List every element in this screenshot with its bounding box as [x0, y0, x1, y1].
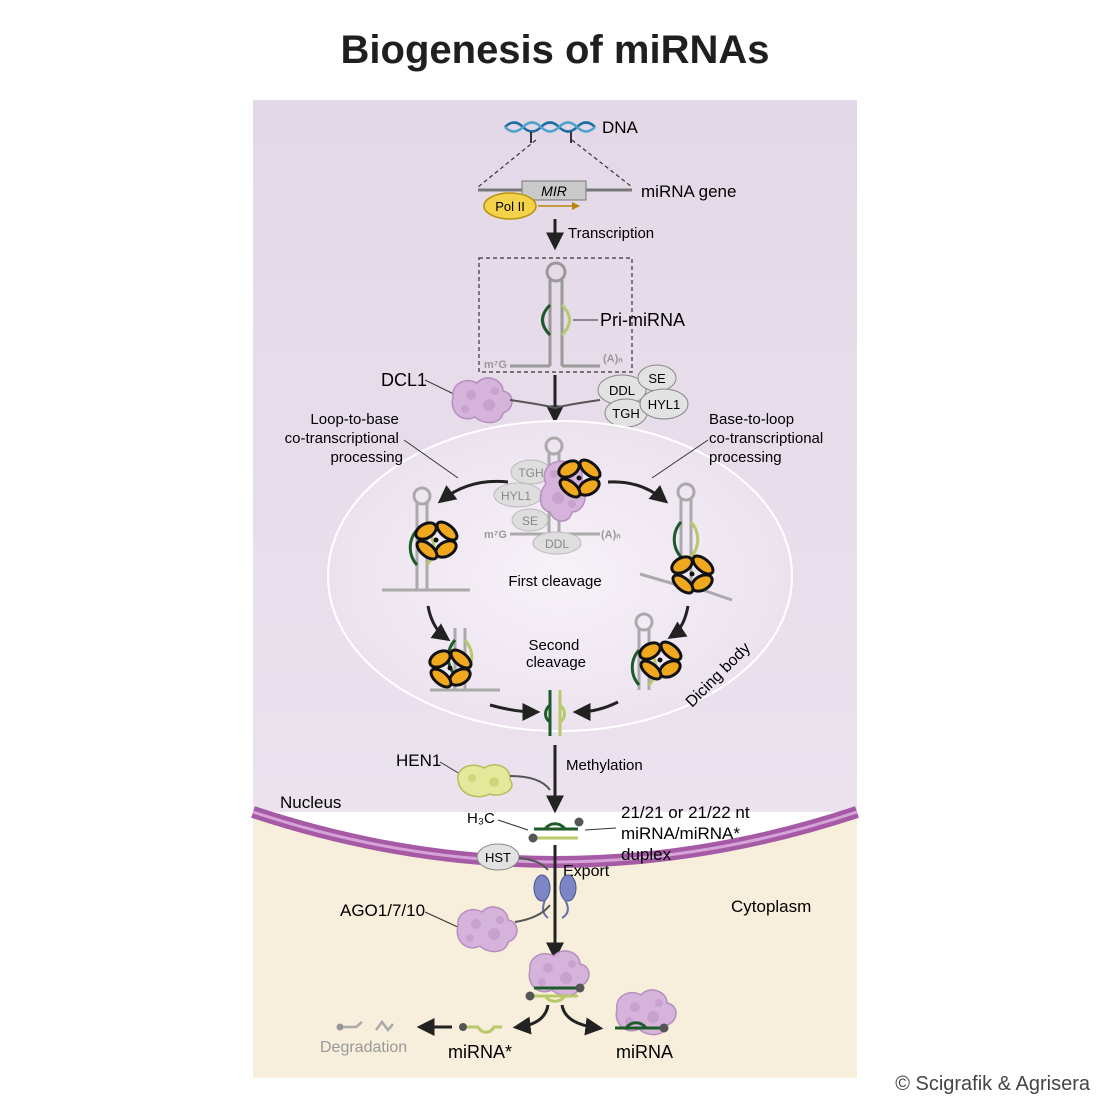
ago-loaded-complex	[525, 950, 590, 1003]
hst-protein	[476, 843, 520, 871]
copyright-notice: © Scigrafik & Agrisera	[895, 1073, 1090, 1095]
tgh-center-label: TGH	[518, 466, 543, 480]
processing-complex	[493, 436, 605, 555]
methylation-label: Methylation	[566, 757, 643, 774]
tgh-label: TGH	[612, 406, 639, 421]
degraded-fragments	[336, 1019, 394, 1033]
ddl-label: DDL	[609, 383, 635, 398]
nucleus-label: Nucleus	[280, 793, 341, 812]
mirna-label: miRNA	[616, 1042, 673, 1062]
export-label: Export	[563, 863, 610, 880]
pri-mirna-hairpin	[510, 261, 600, 368]
right-hairpin-2	[630, 612, 686, 690]
degradation-label: Degradation	[320, 1039, 407, 1056]
first-cleavage-label: First cleavage	[508, 573, 601, 590]
second-cleavage-label: Second cleavage	[526, 637, 586, 671]
m7g-center-label: m⁷G	[484, 529, 507, 541]
mirna-star-strand	[459, 1023, 502, 1034]
pri-mirna-label: Pri-miRNA	[600, 310, 685, 330]
h3c-label: H₃C	[467, 810, 495, 827]
mirna-gene-label: miRNA gene	[641, 182, 736, 201]
mirna-ago-complex	[615, 989, 677, 1036]
hen1-protein	[457, 764, 513, 798]
pol2-enzyme	[483, 192, 537, 220]
page-title: Biogenesis of miRNAs	[340, 28, 770, 72]
pol2-label: Pol II	[495, 199, 525, 214]
hyl1-label: HYL1	[648, 397, 681, 412]
se-label: SE	[648, 371, 666, 386]
cytoplasm-label: Cytoplasm	[731, 897, 811, 916]
hyl1-center-label: HYL1	[501, 489, 531, 503]
nuclear-pore	[533, 874, 577, 919]
polya-label: (A)ₙ	[603, 353, 623, 365]
right-hairpin-1	[639, 482, 733, 602]
se-center-label: SE	[522, 514, 538, 528]
m7g-label: m⁷G	[484, 359, 507, 371]
methylated-duplex	[528, 817, 584, 843]
mirna-duplex-nucleus	[544, 690, 566, 736]
left-hairpin-1	[382, 486, 470, 592]
mir-label: MIR	[541, 183, 567, 199]
hen1-label: HEN1	[396, 751, 441, 770]
transcription-label: Transcription	[568, 225, 654, 242]
hst-label: HST	[485, 850, 511, 865]
dna-label: DNA	[602, 118, 639, 137]
mirna-star-label: miRNA*	[448, 1042, 512, 1062]
left-hairpin-2	[425, 628, 500, 692]
mir-gene-box	[521, 180, 587, 201]
polya-center-label: (A)ₙ	[601, 529, 621, 541]
ddl-center-label: DDL	[545, 537, 569, 551]
partner-proteins	[597, 364, 689, 428]
dna-helix	[504, 121, 596, 133]
duplex-label: 21/21 or 21/22 nt miRNA/miRNA* duplex	[621, 803, 754, 864]
dcl1-label: DCL1	[381, 370, 427, 390]
ago-label: AGO1/7/10	[340, 901, 425, 920]
loop-to-base-label: Loop-to-base co-transcriptional processi…	[285, 411, 403, 466]
base-to-loop-label: Base-to-loop co-transcriptional processi…	[709, 411, 827, 466]
pri-mirna-box	[478, 257, 633, 373]
